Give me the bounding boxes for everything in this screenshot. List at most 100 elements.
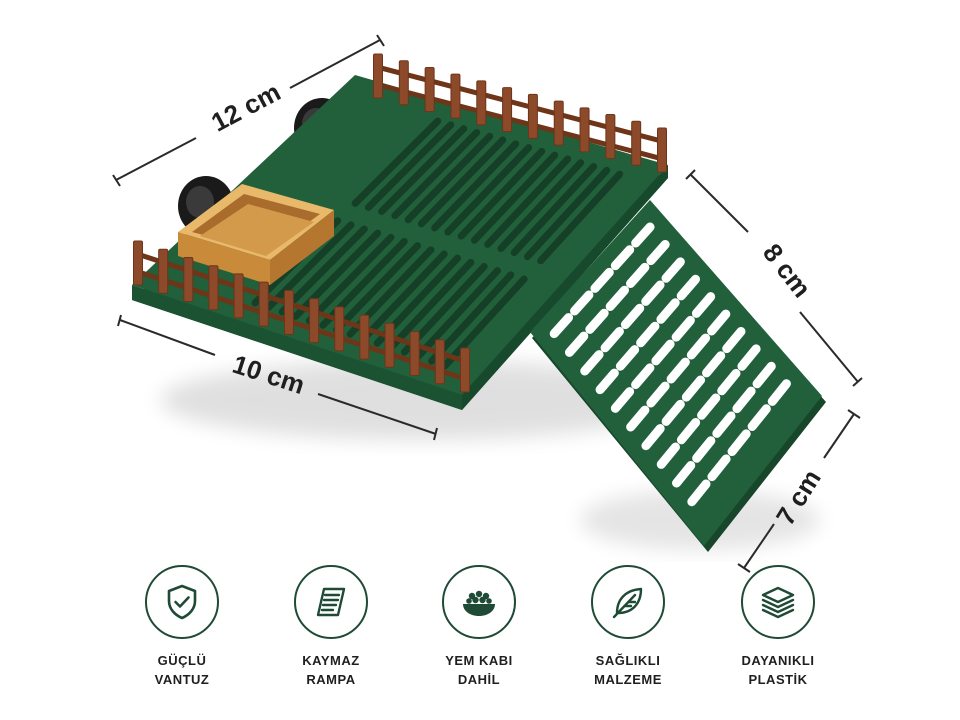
platform-slot bbox=[484, 155, 572, 248]
layers-icon bbox=[761, 586, 795, 619]
ramp-slot bbox=[641, 424, 665, 451]
feature-label-line1: DAYANIKLI bbox=[741, 653, 815, 668]
platform-slot bbox=[470, 151, 559, 244]
ramp-slot bbox=[549, 313, 574, 339]
ramp-slot bbox=[631, 222, 655, 248]
ramp-slot bbox=[671, 315, 695, 342]
ramp-slots bbox=[549, 222, 791, 507]
ramp-slot bbox=[686, 333, 711, 360]
ramp-slot bbox=[636, 321, 660, 348]
fence-post bbox=[631, 120, 642, 166]
fence-post bbox=[476, 80, 487, 126]
shield-check-icon bbox=[167, 584, 197, 620]
platform-slot bbox=[431, 140, 520, 232]
ramp-slot bbox=[656, 298, 680, 324]
feature-label-line1: GÜÇLÜ bbox=[157, 653, 207, 668]
dimension-ramp-length bbox=[685, 169, 863, 387]
feature-durable-plastic: DAYANIKLI PLASTİK bbox=[703, 565, 853, 689]
ramp-slot bbox=[727, 429, 751, 457]
ramp-slot bbox=[661, 257, 685, 283]
ramp-slot bbox=[580, 350, 604, 376]
ramp-slot bbox=[646, 239, 670, 266]
feature-food-bowl-included: YEM KABI DAHİL bbox=[404, 565, 554, 689]
ramp-slot bbox=[570, 290, 594, 316]
platform-slot bbox=[378, 125, 468, 216]
fence-post bbox=[553, 100, 564, 146]
ramp-slot bbox=[691, 292, 716, 318]
dimension-ramp-width bbox=[737, 409, 861, 573]
feature-label-line1: KAYMAZ bbox=[302, 653, 360, 668]
feature-label-line1: YEM KABI bbox=[445, 653, 513, 668]
fence-post bbox=[283, 289, 294, 335]
food-bowl bbox=[178, 184, 334, 285]
fence-post bbox=[605, 114, 616, 160]
platform-slot bbox=[417, 136, 507, 228]
fence-post bbox=[657, 127, 667, 173]
feature-label-line2: RAMPA bbox=[306, 672, 356, 687]
fence-post bbox=[424, 66, 435, 112]
platform-slot bbox=[265, 221, 355, 311]
ramp-slot bbox=[737, 344, 761, 371]
ramp-slot bbox=[626, 405, 650, 432]
platform-slot bbox=[537, 170, 624, 265]
ramp-slot bbox=[610, 387, 635, 413]
ramp-slot bbox=[656, 442, 680, 469]
ramp-slot bbox=[707, 454, 731, 482]
ramp-slot bbox=[717, 368, 741, 396]
ramp-slot bbox=[692, 436, 716, 463]
ramp-slot bbox=[585, 308, 609, 334]
ramp bbox=[530, 200, 826, 552]
platform-slots bbox=[251, 117, 624, 370]
ramp-slot bbox=[615, 345, 640, 371]
platform-slot bbox=[333, 242, 422, 334]
fence-post bbox=[450, 73, 461, 119]
dimension-ramp-length-label: 8 cm bbox=[757, 238, 817, 303]
platform-slot bbox=[510, 163, 598, 257]
fence-post bbox=[334, 306, 345, 352]
platform-shadow bbox=[160, 360, 680, 440]
ramp-lines-icon bbox=[316, 587, 346, 617]
platform-slot bbox=[387, 258, 475, 352]
feature-icon-circle bbox=[741, 565, 815, 639]
platform-slot bbox=[457, 147, 546, 240]
feature-label-line2: MALZEME bbox=[594, 672, 662, 687]
ramp-slot bbox=[620, 303, 645, 330]
platform-slot bbox=[444, 144, 533, 236]
fence-front bbox=[133, 240, 470, 393]
platform-slot bbox=[278, 225, 368, 316]
feature-strong-suction: GÜÇLÜ VANTUZ bbox=[107, 565, 257, 689]
dimension-width bbox=[117, 314, 438, 441]
platform-slot bbox=[441, 275, 528, 370]
ramp-slot bbox=[681, 375, 706, 402]
fence-post bbox=[233, 273, 244, 319]
ramp-slot bbox=[610, 245, 635, 271]
platform-slot bbox=[414, 267, 501, 361]
platform-slot bbox=[364, 121, 455, 211]
ramp-slot bbox=[676, 418, 701, 445]
platform-slot bbox=[497, 159, 585, 252]
dimension-length-label: 12 cm bbox=[206, 77, 285, 138]
dimension-length bbox=[112, 34, 385, 187]
fence-post bbox=[133, 240, 143, 286]
ramp-slot bbox=[646, 381, 670, 408]
platform-slot bbox=[391, 128, 481, 220]
ramp-slot bbox=[641, 280, 665, 306]
platform-slot bbox=[360, 250, 448, 343]
ramp-slot bbox=[666, 357, 690, 384]
platform-slot bbox=[305, 233, 395, 325]
ramp-slot bbox=[661, 399, 685, 426]
ramp-slot bbox=[747, 404, 771, 431]
ramp-slot bbox=[676, 274, 701, 301]
fence-post bbox=[183, 256, 194, 302]
ramp-slot bbox=[600, 326, 624, 353]
feature-list: GÜÇLÜ VANTUZ KAYMAZ RAMPA bbox=[0, 565, 960, 715]
ramp-slot bbox=[707, 309, 731, 336]
ramp-slot bbox=[702, 351, 726, 378]
fence-post bbox=[309, 298, 320, 344]
feature-label-line2: DAHİL bbox=[457, 672, 501, 687]
fence-post bbox=[208, 265, 219, 311]
fence-post bbox=[359, 314, 370, 360]
food-bowl-icon bbox=[463, 590, 495, 616]
ramp-slot bbox=[722, 326, 746, 354]
ramp-slot bbox=[564, 331, 589, 357]
